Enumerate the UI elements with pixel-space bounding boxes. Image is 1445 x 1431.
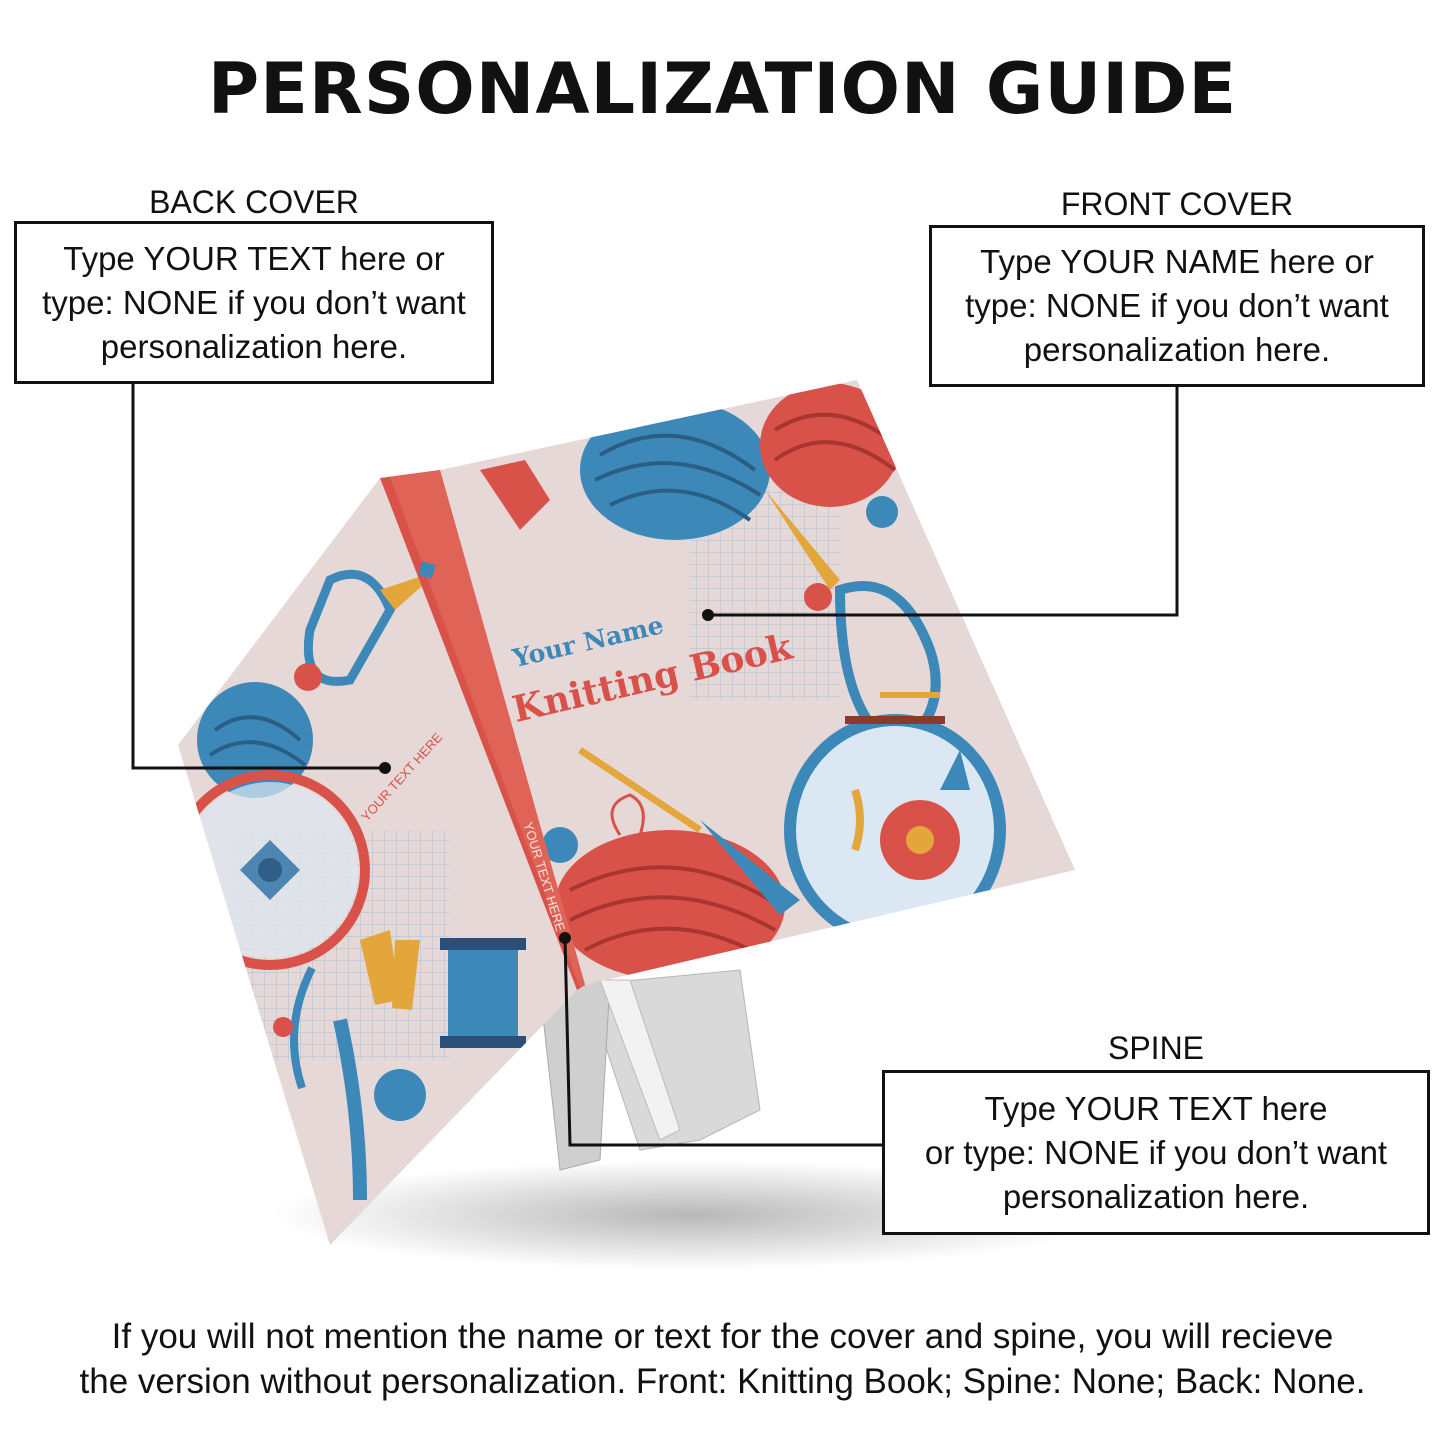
book-pages: [539, 969, 761, 1171]
spine-line: or type: NONE if you don’t want: [924, 1133, 1388, 1171]
back-cover-line: Type YOUR TEXT here or: [63, 239, 445, 277]
spine-marker: [559, 932, 571, 944]
front-cover-marker: [702, 609, 714, 621]
back-cover-line: personalization here.: [100, 327, 408, 365]
page-title: PERSONALIZATION GUIDE: [207, 48, 1238, 130]
spine-box: Type YOUR TEXT here or type: NONE if you…: [882, 1070, 1430, 1235]
back-cover-line: type: NONE if you don’t want: [42, 283, 466, 321]
spine-label: SPINE: [1107, 1030, 1205, 1066]
back-cover-marker: [379, 762, 391, 774]
front-cover-line: Type YOUR NAME here or: [980, 243, 1374, 280]
footer-note: If you will not mention the name or text…: [0, 1314, 1445, 1404]
spine-line: personalization here.: [1002, 1177, 1310, 1215]
back-cover-box: Type YOUR TEXT here or type: NONE if you…: [14, 221, 494, 384]
footer-line-2: the version without personalization. Fro…: [79, 1362, 1366, 1401]
connector-lines: [131, 383, 1179, 1147]
front-cover-line: personalization here.: [1023, 331, 1331, 368]
front-cover: Your Name Knitting Book: [440, 380, 1075, 985]
front-cover-line: type: NONE if you don’t want: [965, 287, 1389, 324]
footer-line-1: If you will not mention the name or text…: [111, 1317, 1334, 1356]
back-cover-label: BACK COVER: [149, 184, 359, 220]
front-cover-connector: [708, 385, 1179, 617]
back-cover-connector: [131, 383, 385, 770]
spine-connector: [563, 937, 883, 1147]
front-cover-label: FRONT COVER: [1060, 186, 1294, 222]
spine-line: Type YOUR TEXT here: [984, 1089, 1328, 1127]
front-cover-box: Type YOUR NAME here or type: NONE if you…: [929, 225, 1425, 387]
